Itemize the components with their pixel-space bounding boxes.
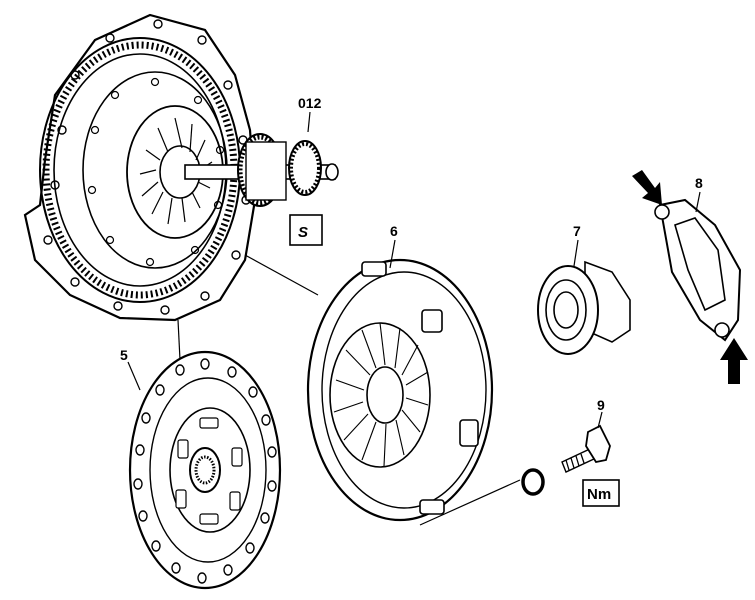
disc-hub-splines xyxy=(194,455,216,485)
spring-outline xyxy=(658,198,742,342)
torque-symbol-icon: Nm xyxy=(587,486,611,503)
spring-inner xyxy=(674,217,726,312)
pressure-plate: 6 xyxy=(306,223,494,522)
tool-gear-body xyxy=(245,141,287,201)
flange-bolt-holes xyxy=(43,19,251,315)
tool-symbol-icon: S xyxy=(298,224,308,241)
spring-contact-bottom xyxy=(714,322,730,338)
bearing-bore xyxy=(553,291,579,329)
plate-rim xyxy=(321,271,487,509)
arrow-top-icon xyxy=(632,170,662,205)
bolt-threads xyxy=(565,453,585,471)
tool-symbol-box xyxy=(289,214,323,246)
disc-hub xyxy=(189,447,221,493)
tool-tip xyxy=(325,163,339,181)
disc-rivets xyxy=(133,358,277,584)
release-bearing: 7 xyxy=(537,223,631,355)
bearing-race xyxy=(545,279,587,341)
callout-5: 5 xyxy=(120,347,128,363)
tool-gear-small xyxy=(288,140,322,196)
tool-gear-small-teeth xyxy=(289,142,321,194)
bolt-assembly: 9 Nm xyxy=(521,397,620,507)
callout-9: 9 xyxy=(597,397,605,413)
callout-8: 8 xyxy=(695,175,703,191)
align-line-3 xyxy=(419,479,521,526)
disc-lining-inner xyxy=(149,377,267,563)
plate-diaphragm-fingers xyxy=(333,322,429,467)
align-line-1 xyxy=(244,254,319,296)
centering-tool: 012 S xyxy=(184,95,339,246)
callout-6: 6 xyxy=(390,223,398,239)
bearing-outer xyxy=(537,265,599,355)
callout-7: 7 xyxy=(573,223,581,239)
lock-washer xyxy=(521,468,545,496)
diaphragm-fingers xyxy=(139,117,213,225)
torque-symbol-box xyxy=(582,479,620,507)
disc-damper-springs xyxy=(175,417,243,525)
plate-center-hole xyxy=(366,366,404,424)
arrow-bottom-icon xyxy=(720,338,748,384)
spring-contact-top xyxy=(654,204,670,220)
callout-012: 012 xyxy=(298,95,322,111)
fork-spring: 8 xyxy=(632,170,748,384)
clutch-disc: 5 xyxy=(120,347,282,590)
bolt-head xyxy=(585,424,611,464)
plate-mount-tabs xyxy=(361,261,479,515)
align-line-2 xyxy=(177,319,181,361)
